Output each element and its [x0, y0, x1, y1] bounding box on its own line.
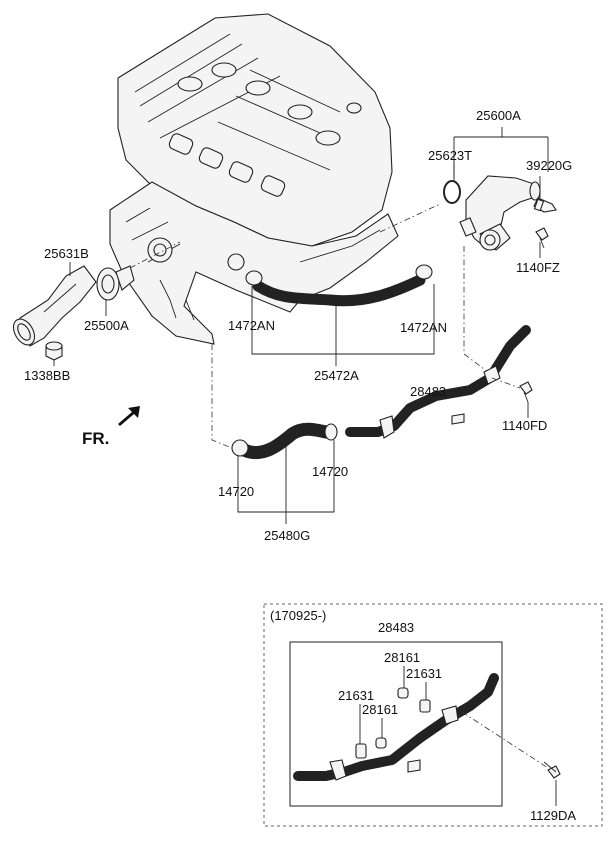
label-25472A: 25472A [314, 368, 359, 383]
water-outlet-housing [459, 175, 541, 251]
intake-ports [168, 133, 286, 197]
clamp-1472AN-right [415, 264, 433, 280]
inset-dashed-border [263, 603, 603, 827]
inset-label-21631-left: 21631 [338, 688, 374, 703]
bolt-1140FD [519, 381, 533, 403]
label-28483: 28483 [410, 384, 446, 399]
inset-bolt-1129DA [543, 761, 561, 779]
label-1140FD: 1140FD [502, 418, 547, 433]
label-25623T: 25623T [428, 148, 472, 163]
label-1472AN-right: 1472AN [400, 320, 447, 335]
label-1338BB: 1338BB [24, 368, 70, 383]
clamp-14720-right [324, 423, 338, 441]
clamp-1472AN-left [245, 270, 263, 286]
inset-pipe-28483 [293, 673, 499, 781]
inset-label-1129DA: 1129DA [530, 808, 576, 823]
thermostat [96, 265, 135, 301]
bolt-1338BB [45, 341, 63, 361]
hose-25472A [252, 274, 426, 307]
inset-panel: (170925-) 28483 28161 21631 21631 28161 … [263, 603, 603, 827]
inset-label-28161-mid: 28161 [362, 702, 398, 717]
inset-plug-28161-top [397, 687, 409, 699]
temp-sensor-39220G [533, 197, 557, 213]
label-14720-left: 14720 [218, 484, 254, 499]
leader-lines [53, 127, 549, 524]
cam-caps [177, 62, 362, 146]
hose-25480G [237, 422, 333, 460]
label-fr: FR. [82, 429, 109, 448]
label-25600A: 25600A [476, 108, 521, 123]
label-25480G: 25480G [264, 528, 310, 543]
label-1472AN-left: 1472AN [228, 318, 275, 333]
inset-date-code: (170925-) [270, 608, 326, 623]
engine-block [109, 13, 399, 345]
inset-label-21631-top: 21631 [406, 666, 442, 681]
inset-label-28483: 28483 [378, 620, 414, 635]
inset-nipple-21631-left [355, 743, 367, 759]
arrow-down-left-icon [118, 406, 140, 426]
label-39220G: 39220G [526, 158, 572, 173]
inset-part-box [289, 641, 503, 807]
label-1140FZ: 1140FZ [516, 260, 560, 275]
label-14720-right: 14720 [312, 464, 348, 479]
water-inlet-fitting [12, 265, 97, 347]
label-25631B: 25631B [44, 246, 89, 261]
inset-plug-28161-mid [375, 737, 387, 749]
inset-nipple-21631-top [419, 699, 431, 713]
bolt-1140FZ [535, 227, 549, 249]
clamp-14720-left [231, 439, 249, 457]
inset-label-28161-top: 28161 [384, 650, 420, 665]
gasket-25623T [443, 180, 461, 204]
label-25500A: 25500A [84, 318, 129, 333]
